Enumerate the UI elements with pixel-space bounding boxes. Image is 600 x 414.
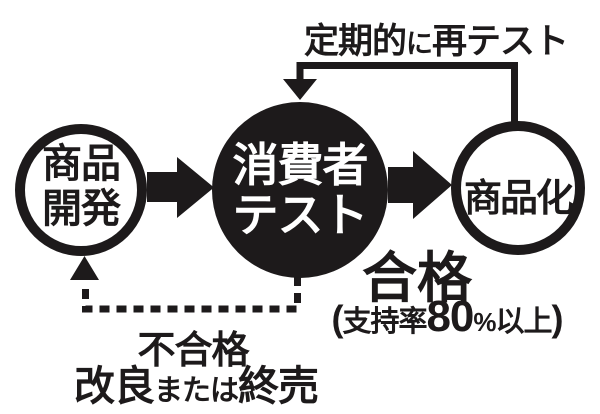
retest-label-prefix: 定期的 (303, 22, 407, 61)
pass-condition-label: ( 支持率 80 % 以上 ) (316, 292, 578, 342)
consumer-test-node-label-line2: テスト (232, 189, 369, 241)
development-node-label-line2: 開発 (42, 187, 121, 231)
test-to-launch-arrow-icon (388, 151, 452, 219)
pass-condition-unit: % (473, 307, 496, 337)
commercialization-node-label: 商品化 (463, 178, 574, 220)
fail-action-label: 改良 または 終売 (72, 352, 320, 412)
development-node-label: 商品 開発 (21, 142, 141, 232)
consumer-test-node-label: 消費者 テスト (205, 140, 395, 240)
pass-label: 合格 (361, 247, 472, 309)
fail-feedback-arrowhead-up-icon (70, 256, 99, 280)
fail-feedback-dashed-line (82, 276, 301, 313)
dev-to-test-arrow-icon (147, 157, 214, 218)
pass-condition-tail: 以上 (495, 306, 553, 338)
fail-label: 不合格 (137, 330, 249, 372)
fail-action-part2: または (153, 375, 239, 407)
retest-loop-arrowhead-down-icon (283, 79, 317, 100)
fail-action-part3: 終売 (238, 363, 319, 409)
fail-action-part1: 改良 (73, 363, 155, 409)
pass-condition-text: 支持率 (342, 306, 427, 338)
development-node-label-line1: 商品 (42, 142, 121, 186)
retest-label: 定期的 に 再テスト (303, 13, 569, 64)
retest-label-suffix: 再テスト (432, 22, 569, 61)
retest-label-particle: に (406, 29, 433, 59)
pass-condition-close-paren: ) (551, 298, 564, 339)
retest-loop-line (296, 62, 518, 124)
consumer-test-node-circle (212, 102, 388, 278)
commercialization-node-circle (451, 121, 585, 255)
consumer-test-node-label-line1: 消費者 (232, 139, 369, 191)
development-node-circle (15, 124, 147, 256)
pass-condition-open-paren: ( (331, 298, 343, 339)
pass-condition-value: 80 (426, 292, 474, 341)
